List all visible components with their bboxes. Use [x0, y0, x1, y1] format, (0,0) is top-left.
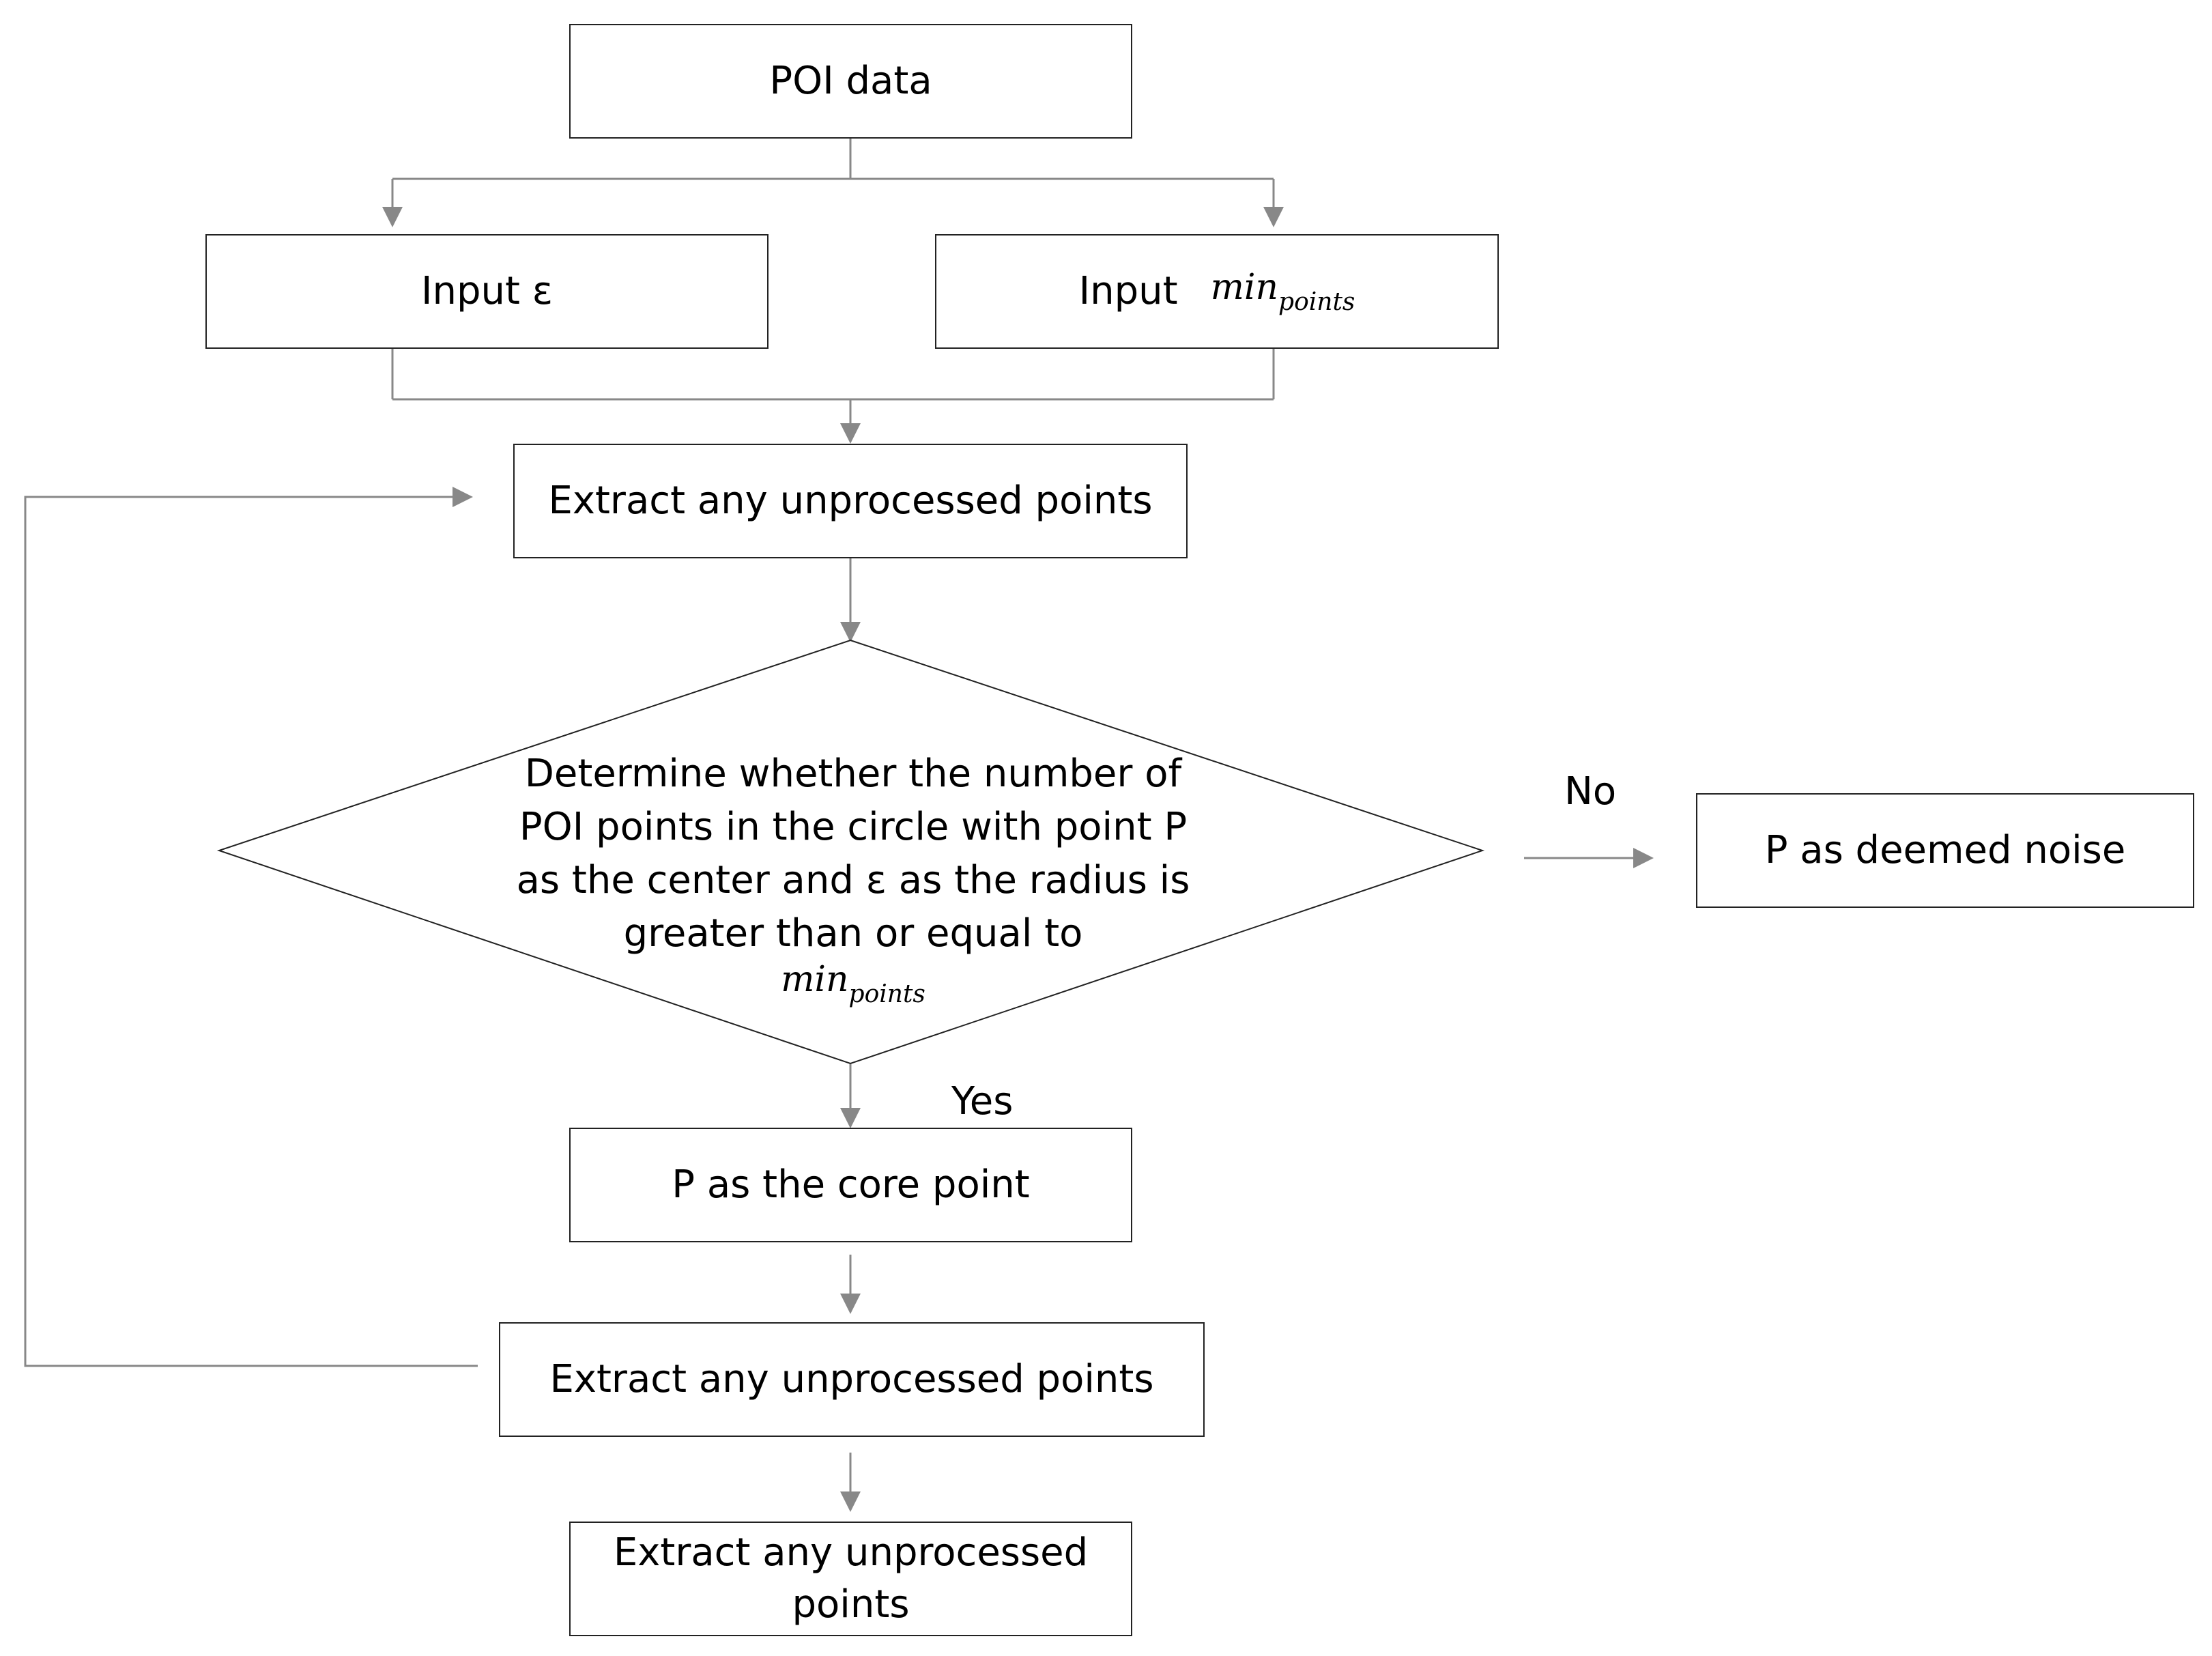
minpoints-symbol: minpoints: [1211, 263, 1355, 319]
input-minpoints-prefix: Input: [1078, 269, 1178, 314]
extract-unprocessed-box-2: Extract any unprocessed points: [499, 1322, 1205, 1437]
noise-label: P as deemed noise: [1764, 828, 2126, 873]
minpoints-subscript: points: [1278, 288, 1355, 317]
noise-box: P as deemed noise: [1696, 793, 2194, 908]
decision-minpoints-subscript: points: [848, 980, 925, 1009]
poi-data-label: POI data: [769, 59, 932, 104]
input-epsilon-box: Input ε: [205, 234, 769, 349]
extract-unprocessed-box-3: Extract any unprocessed points: [569, 1522, 1132, 1636]
extract-unprocessed-label-3: Extract any unprocessed points: [613, 1530, 1089, 1627]
input-minpoints-box: Input minpoints: [935, 234, 1499, 349]
decision-minpoints-symbol: minpoints: [717, 959, 990, 1008]
minpoints-base: min: [1210, 267, 1279, 309]
edge-label-yes: Yes: [951, 1079, 1014, 1124]
core-point-box: P as the core point: [569, 1128, 1132, 1242]
core-point-label: P as the core point: [672, 1162, 1030, 1208]
extract-unprocessed-label-2: Extract any unprocessed points: [549, 1357, 1154, 1402]
edge-label-no: No: [1564, 769, 1617, 814]
poi-data-box: POI data: [569, 24, 1132, 139]
decision-diamond: [216, 639, 1485, 1065]
input-epsilon-label: Input ε: [420, 269, 554, 314]
decision-text: Determine whether the number of POI poin…: [516, 752, 1190, 956]
extract-unprocessed-label-1: Extract any unprocessed points: [548, 479, 1153, 524]
extract-unprocessed-box-1: Extract any unprocessed points: [513, 444, 1188, 558]
loop-back-arrow: [24, 487, 478, 1367]
decision-minpoints-base: min: [781, 959, 849, 1000]
